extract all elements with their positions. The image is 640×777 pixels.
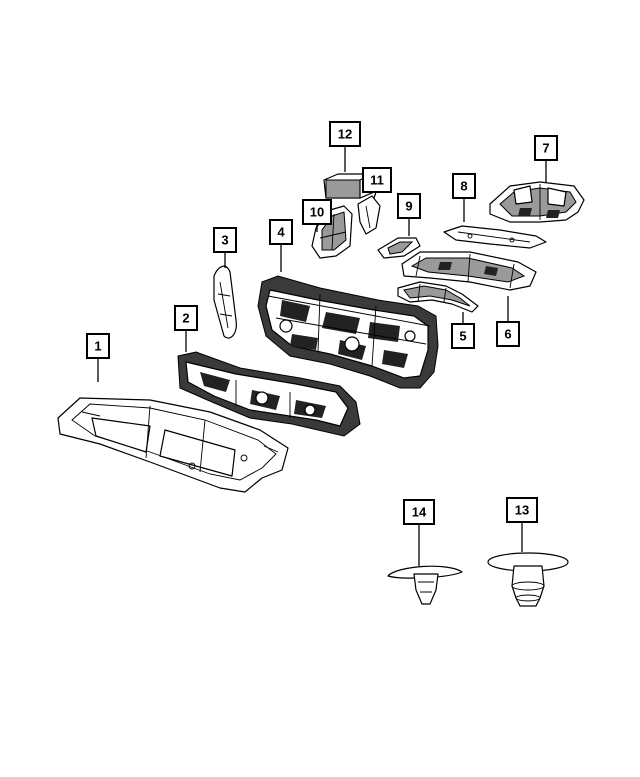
callout-label: 6 (504, 327, 511, 342)
part-14-push-pin (387, 565, 463, 605)
part-1-silencer-pad (57, 397, 289, 493)
callout-label: 12 (338, 127, 352, 142)
callout-label: 4 (277, 225, 285, 240)
part-4-dash-panel (257, 275, 439, 389)
part-9-small-silencer (377, 237, 421, 259)
callout-label: 2 (182, 311, 189, 326)
part-8-floor-pad (443, 225, 547, 249)
leader-lines (97, 146, 547, 566)
callout-label: 10 (310, 205, 324, 220)
callout-4: 4 (269, 219, 293, 245)
callout-label: 3 (221, 233, 228, 248)
callout-label: 8 (460, 179, 467, 194)
callout-9: 9 (397, 193, 421, 219)
part-10-side-panel (311, 205, 353, 259)
callout-label: 9 (405, 199, 412, 214)
part-13-plug (487, 552, 569, 607)
callout-2: 2 (174, 305, 198, 331)
part-5-tunnel-silencer (397, 281, 479, 313)
part-6-floor-silencer (401, 251, 537, 291)
callout-5: 5 (451, 323, 475, 349)
callout-1: 1 (86, 333, 110, 359)
callout-14: 14 (403, 499, 435, 525)
callout-label: 11 (370, 173, 384, 188)
callout-label: 14 (412, 505, 427, 520)
callout-12: 12 (329, 121, 361, 147)
part-11-bracket-pad (357, 195, 381, 235)
callout-13: 13 (506, 497, 538, 523)
callout-8: 8 (452, 173, 476, 199)
part-2-dash-silencer (177, 351, 361, 437)
callout-label: 7 (542, 141, 549, 156)
part-3-insulator (213, 265, 237, 339)
callout-label: 5 (459, 329, 466, 344)
callout-3: 3 (213, 227, 237, 253)
callout-6: 6 (496, 321, 520, 347)
callout-7: 7 (534, 135, 558, 161)
callout-label: 13 (515, 503, 529, 518)
callout-10: 10 (302, 199, 332, 225)
callout-label: 1 (94, 339, 101, 354)
callout-11: 11 (362, 167, 392, 193)
part-7-rear-floor-silencer (489, 181, 585, 223)
